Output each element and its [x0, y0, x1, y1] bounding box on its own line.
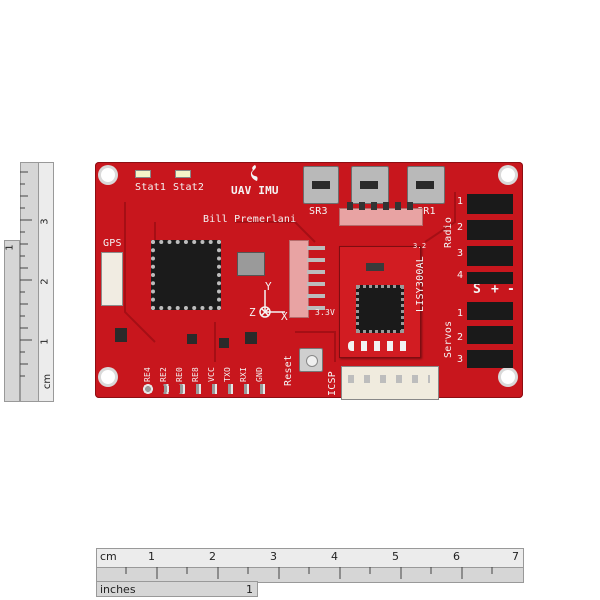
- bottom-ruler-cm-7: 7: [512, 550, 519, 563]
- icsp-connector[interactable]: [341, 366, 439, 400]
- sr1-label: SR1: [417, 206, 436, 217]
- gyro-top-header: [339, 208, 423, 226]
- switch-sr3[interactable]: [303, 166, 339, 204]
- reset-button[interactable]: [299, 348, 323, 372]
- pin-gnd: GND: [255, 366, 264, 382]
- bottom-pin-row[interactable]: [143, 384, 269, 394]
- bottom-ruler-inch-strip: [96, 581, 258, 597]
- servo-num-2: 2: [457, 332, 464, 343]
- sparkfun-flame-icon: [250, 165, 258, 181]
- bottom-ruler-cm-1: 1: [148, 550, 155, 563]
- smd-part-4: [115, 328, 127, 342]
- mounting-hole-top-right: [501, 168, 515, 182]
- bottom-ruler-cm-6: 6: [453, 550, 460, 563]
- bottom-ruler-inches-label: inches: [100, 583, 136, 596]
- switch-sr1[interactable]: [407, 166, 445, 204]
- radio-num-4: 4: [457, 270, 464, 281]
- pin-rxi: RXI: [239, 366, 248, 382]
- pin-re0: RE0: [175, 366, 184, 382]
- pin-txo: TXO: [223, 366, 232, 382]
- mounting-hole-top-left: [101, 168, 115, 182]
- smd-part-2: [219, 338, 229, 348]
- bottom-ruler-cm-4: 4: [331, 550, 338, 563]
- left-ruler: inches 1 cm 1 2 3: [4, 162, 54, 402]
- gyro-daughterboard: [339, 246, 421, 358]
- bottom-ruler-inch-1: 1: [246, 583, 253, 596]
- radio-num-1: 1: [457, 196, 464, 207]
- v32-label: 3.2: [413, 242, 427, 250]
- switch-sr2[interactable]: [351, 166, 389, 204]
- pin-vcc: VCC: [207, 366, 216, 382]
- left-ruler-ticks: [20, 171, 32, 377]
- stat1-led: [135, 170, 151, 178]
- mcu-chip: [151, 240, 221, 310]
- servo-num-3: 3: [457, 354, 464, 365]
- bottom-ruler-cm-2: 2: [209, 550, 216, 563]
- stat2-label: Stat2: [173, 182, 205, 193]
- servos-label: Servos: [443, 320, 454, 358]
- servo-s-label: S: [473, 282, 482, 297]
- smd-part-1: [187, 334, 197, 344]
- bottom-ruler: cm 1 2 3 4 5 6 7 inches 1: [96, 548, 524, 597]
- servo-plus-label: +: [491, 282, 500, 297]
- board-author: Bill Premerlani: [203, 214, 297, 225]
- bottom-ruler-cm-label: cm: [100, 550, 117, 563]
- icsp-label: ICSP: [327, 371, 338, 396]
- sr3-label: SR3: [309, 206, 328, 217]
- stat1-label: Stat1: [135, 182, 167, 193]
- axis-x-label: X: [281, 310, 288, 323]
- gps-connector[interactable]: [101, 252, 123, 306]
- bottom-ruler-mid-strip: [96, 567, 524, 583]
- mounting-hole-bottom-right: [501, 370, 515, 384]
- smd-part-3: [245, 332, 257, 344]
- gyro-cap: [366, 263, 384, 271]
- servo-num-1: 1: [457, 308, 464, 319]
- pcb-board: Stat1 Stat2 UAV IMU Bill Premerlani SR3 …: [95, 162, 523, 400]
- v33-label: 3.3V: [315, 308, 336, 317]
- reset-label: Reset: [283, 354, 294, 386]
- servo-header[interactable]: [467, 302, 513, 368]
- gyro-chip: [356, 285, 404, 333]
- gyro-pins: [348, 341, 412, 351]
- accel-angled-header-pins: [307, 246, 325, 310]
- gps-label: GPS: [103, 238, 122, 249]
- bottom-ruler-cm-3: 3: [270, 550, 277, 563]
- servo-minus-label: -: [507, 282, 516, 297]
- crystal: [237, 252, 265, 276]
- left-ruler-cm-strip-2: [38, 162, 54, 402]
- bottom-ruler-cm-5: 5: [392, 550, 399, 563]
- left-ruler-inch-strip: [4, 240, 20, 402]
- radio-label: Radio: [443, 216, 454, 248]
- axis-indicator: [259, 290, 285, 318]
- radio-header[interactable]: [467, 194, 513, 284]
- radio-num-3: 3: [457, 248, 464, 259]
- pin-re4: RE4: [143, 366, 152, 382]
- gyro-label: LISY300AL: [415, 256, 426, 312]
- bottom-ruler-ticks: [125, 567, 493, 579]
- pin-re8: RE8: [191, 366, 200, 382]
- gyro-top-header-pins: [347, 202, 413, 210]
- board-title: UAV IMU: [231, 184, 279, 197]
- left-ruler-inch-1: 1: [4, 244, 16, 251]
- mounting-hole-bottom-left: [101, 370, 115, 384]
- stat2-led: [175, 170, 191, 178]
- axis-z-label: Z: [249, 306, 256, 319]
- pin-re2: RE2: [159, 366, 168, 382]
- radio-num-2: 2: [457, 222, 464, 233]
- axis-y-label: Y: [265, 280, 272, 293]
